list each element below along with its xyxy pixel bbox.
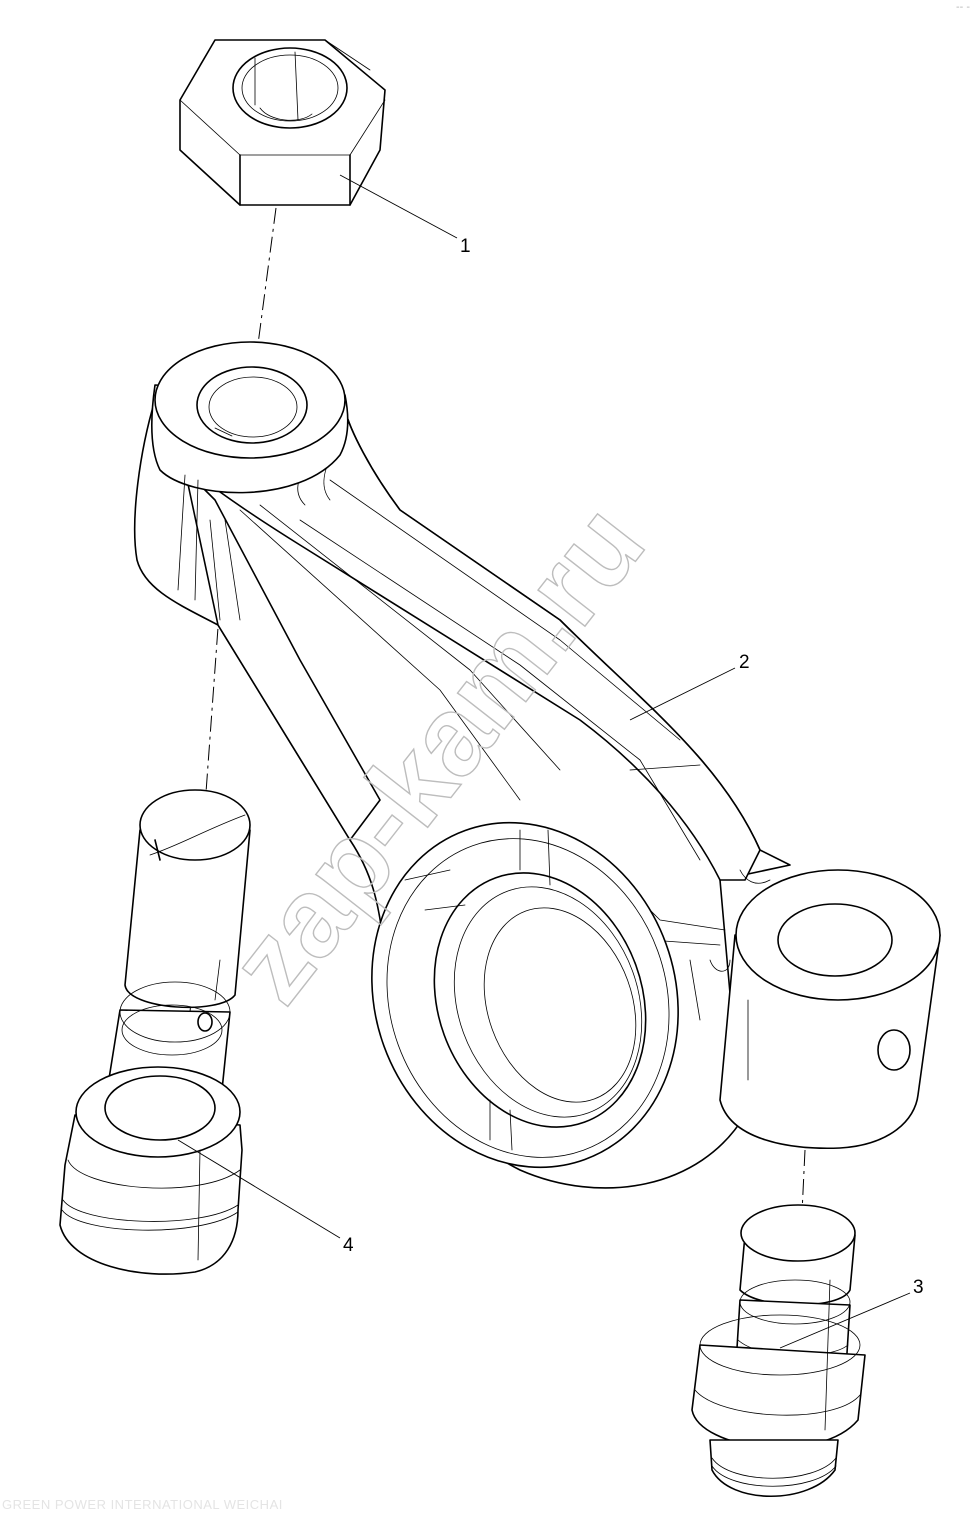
hex-nut-icon [179, 39, 386, 206]
callout-1: 1 [460, 236, 471, 257]
leader-lines [177, 174, 911, 1349]
callout-2: 2 [739, 652, 750, 673]
callout-4: 4 [343, 1235, 354, 1256]
pushrod-socket-screw-icon [59, 789, 251, 1275]
footer-text: GREEN POWER INTERNATIONAL WEICHAI [2, 1497, 283, 1512]
callout-3: 3 [913, 1277, 924, 1298]
corner-mark: -- - [956, 2, 970, 13]
rocker-arm-icon [133, 341, 941, 1189]
valve-adjusting-screw-icon [691, 1204, 866, 1497]
